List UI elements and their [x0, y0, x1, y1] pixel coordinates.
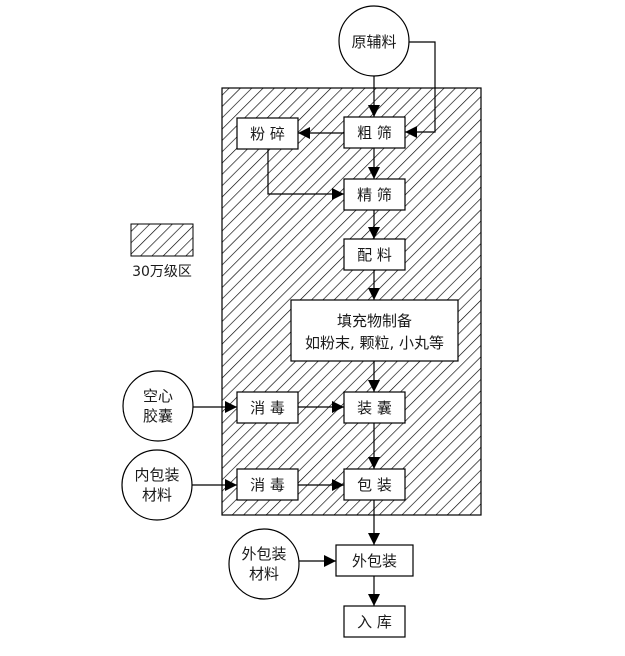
- edge-crush-to-fine: [267, 148, 344, 200]
- circle-inner-packaging: [121, 449, 193, 521]
- step-batching: 配 料: [343, 238, 406, 271]
- label-warehousing: 入 库: [357, 613, 392, 631]
- label-inner-packaging-2: 材料: [142, 486, 172, 504]
- source-inner-packaging: 内包装 材料: [121, 449, 193, 521]
- box-encapsulation: [343, 391, 406, 424]
- label-outer-packaging-1: 外包装: [241, 545, 286, 563]
- box-disinfect-2: [236, 468, 299, 501]
- step-encapsulation: 装 囊: [343, 391, 406, 424]
- box-crushing: [236, 117, 299, 150]
- circle-empty-capsules: [122, 370, 194, 442]
- label-empty-capsules-2: 胶囊: [143, 407, 173, 425]
- edges: [192, 41, 436, 606]
- box-fine-sieve: [343, 178, 406, 211]
- step-coarse-sieve: 粗 筛: [343, 116, 406, 149]
- circle-outer-packaging: [228, 528, 300, 600]
- label-raw-materials: 原辅料: [351, 33, 396, 51]
- label-empty-capsules-1: 空心: [143, 387, 173, 405]
- label-disinfect-1: 消 毒: [250, 399, 285, 417]
- circle-raw-materials: [338, 5, 410, 77]
- step-disinfect-inner: 消 毒: [236, 468, 299, 501]
- box-packaging: [343, 468, 406, 501]
- label-outer-packaging-2: 材料: [249, 565, 279, 583]
- label-inner-packaging-1: 内包装: [134, 466, 179, 484]
- step-warehousing: 入 库: [343, 605, 406, 638]
- label-outer-packaging: 外包装: [352, 552, 397, 570]
- step-crushing: 粉 碎: [236, 117, 299, 150]
- box-batching: [343, 238, 406, 271]
- box-disinfect-1: [236, 391, 299, 424]
- box-coarse-sieve: [343, 116, 406, 149]
- step-fine-sieve: 精 筛: [343, 178, 406, 211]
- step-filler-prep: 填充物制备 如粉末, 颗粒, 小丸等: [290, 299, 459, 362]
- label-fine-sieve: 精 筛: [357, 186, 392, 204]
- step-outer-packaging: 外包装: [335, 544, 414, 577]
- step-packaging: 包 装: [343, 468, 406, 501]
- box-outer-packaging: [335, 544, 414, 577]
- legend-label: 30万级区: [132, 264, 192, 280]
- label-crushing: 粉 碎: [250, 125, 285, 143]
- source-empty-capsules: 空心 胶囊: [122, 370, 194, 442]
- label-batching: 配 料: [357, 246, 392, 264]
- label-packaging: 包 装: [357, 476, 392, 494]
- label-filler-prep-1: 填充物制备: [337, 312, 412, 330]
- box-filler-prep: [290, 299, 459, 362]
- source-outer-packaging: 外包装 材料: [228, 528, 300, 600]
- legend-swatch: [130, 223, 194, 257]
- step-disinfect-capsules: 消 毒: [236, 391, 299, 424]
- edge-raw-bypass: [405, 41, 436, 138]
- label-disinfect-2: 消 毒: [250, 476, 285, 494]
- box-warehousing: [343, 605, 406, 638]
- label-encapsulation: 装 囊: [357, 399, 392, 417]
- label-coarse-sieve: 粗 筛: [357, 124, 392, 142]
- label-filler-prep-2: 如粉末, 颗粒, 小丸等: [305, 334, 444, 352]
- legend: 30万级区: [130, 223, 194, 280]
- source-raw-materials: 原辅料: [338, 5, 410, 77]
